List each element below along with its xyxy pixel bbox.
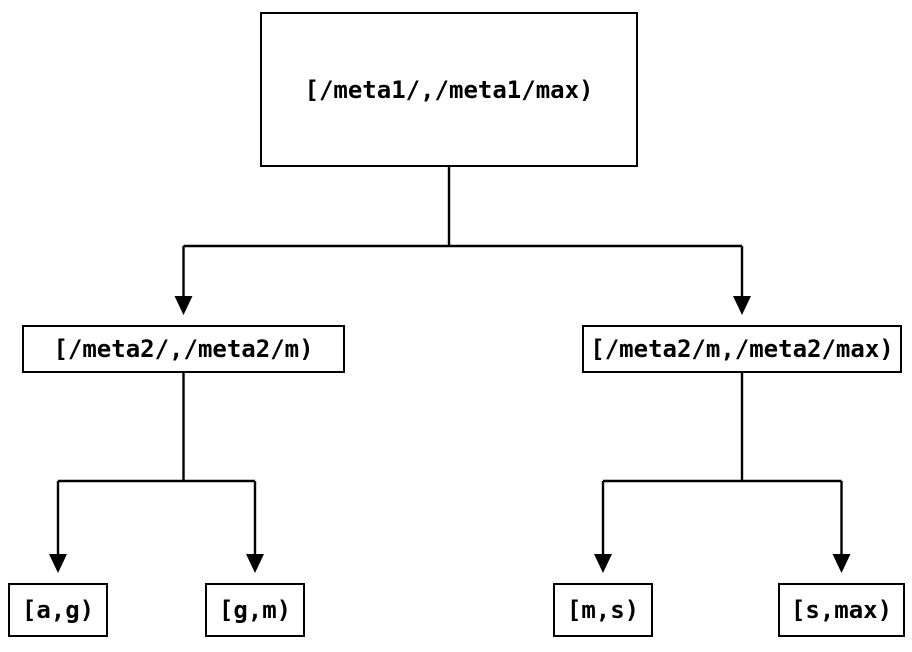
node-leaf-gm: [g,m) (205, 583, 305, 637)
node-root: [/meta1/,/meta1/max) (260, 12, 638, 167)
arrowhead-to-leaf-ms (594, 554, 612, 573)
node-leaf-ms: [m,s) (553, 583, 653, 637)
node-leaf-ag-label: [a,g) (21, 596, 95, 624)
node-meta2-low-label: [/meta2/,/meta2/m) (53, 335, 314, 363)
edge-left-branch (56, 373, 257, 555)
edge-root-branch (182, 167, 744, 297)
node-root-label: [/meta1/,/meta1/max) (304, 75, 594, 104)
node-meta2-high: [/meta2/m,/meta2/max) (582, 325, 902, 373)
arrowhead-to-left (174, 296, 193, 315)
node-leaf-ag: [a,g) (8, 583, 108, 637)
node-leaf-smax: [s,max) (778, 583, 905, 637)
node-leaf-smax-label: [s,max) (790, 596, 893, 624)
arrowhead-to-leaf-ag (49, 554, 67, 573)
edge-right-branch (601, 373, 843, 555)
node-leaf-gm-label: [g,m) (218, 596, 292, 624)
node-leaf-ms-label: [m,s) (566, 596, 640, 624)
node-meta2-high-label: [/meta2/m,/meta2/max) (590, 335, 894, 363)
arrowhead-to-right (733, 296, 751, 315)
node-meta2-low: [/meta2/,/meta2/m) (22, 325, 345, 373)
arrowhead-to-leaf-smax (832, 554, 851, 573)
arrowhead-to-leaf-gm (246, 554, 264, 573)
